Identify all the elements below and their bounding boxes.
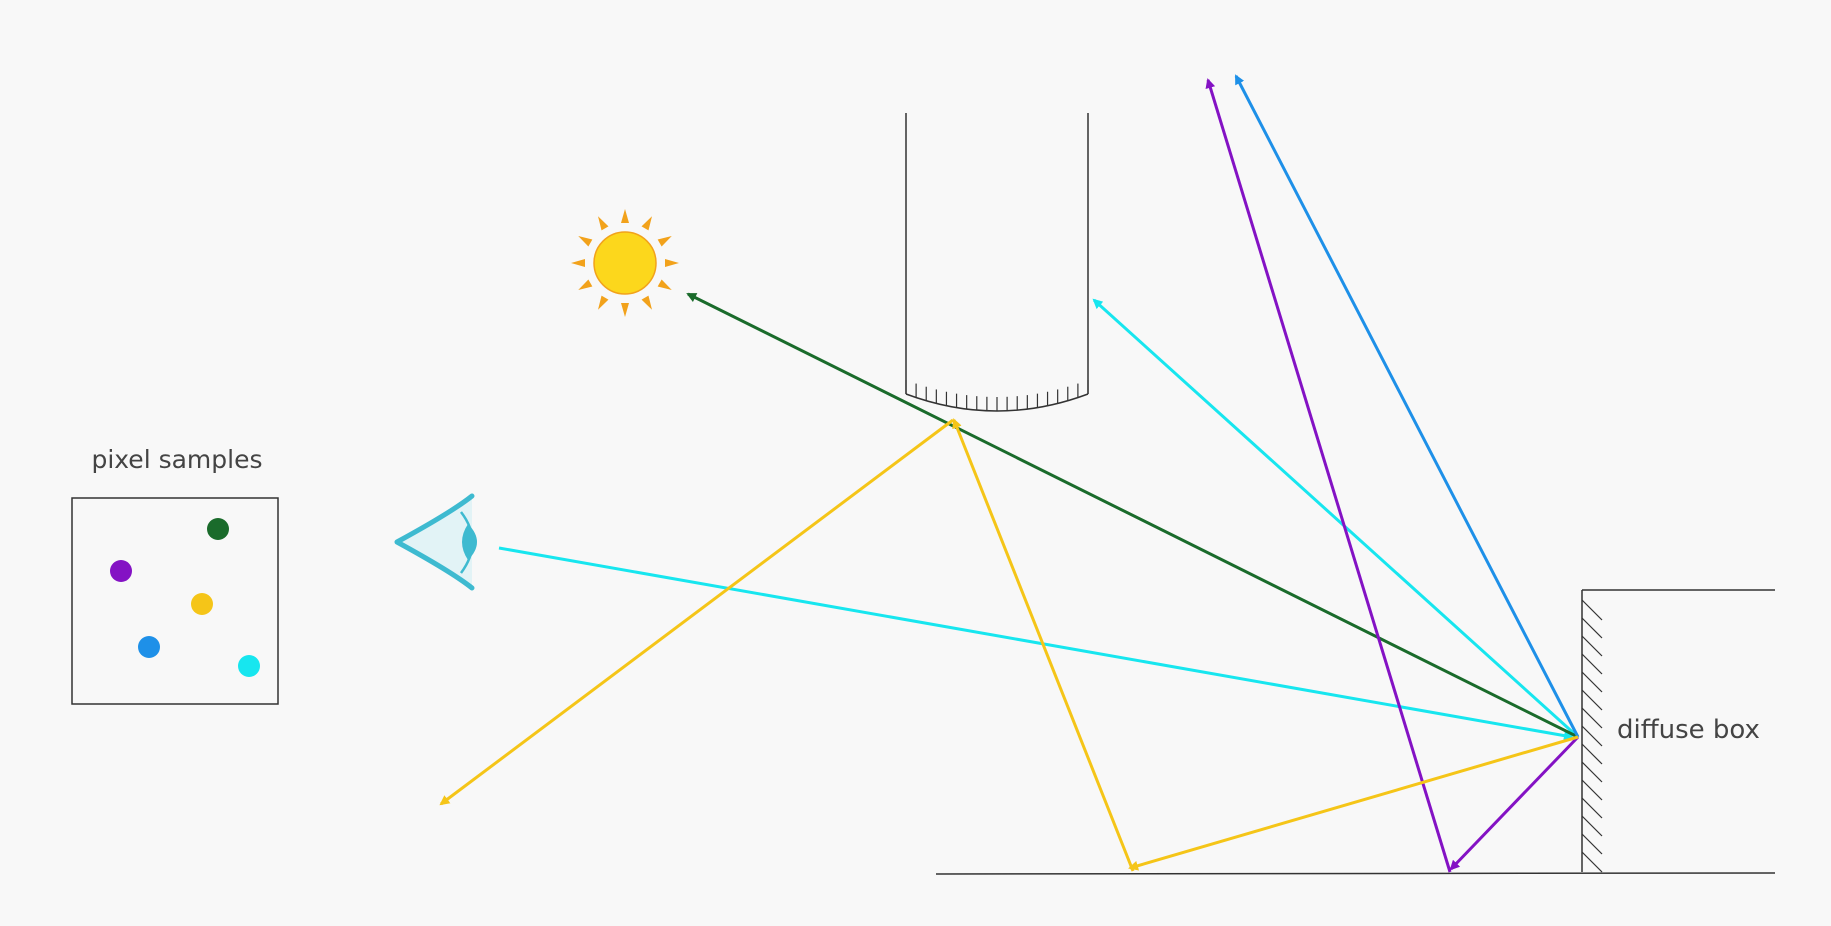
pixel-samples-box [71, 497, 279, 705]
purple-sample-dot [110, 560, 132, 582]
rays [439, 74, 1580, 873]
box-hatch-tick [1581, 725, 1603, 747]
box-hatch-tick [1581, 743, 1603, 765]
pixel-samples-label: pixel samples [91, 445, 262, 474]
purple-ray-box-to-floor [1449, 735, 1580, 871]
sun-ray [621, 303, 629, 317]
box-hatch-tick [1581, 671, 1603, 693]
sun-ray [571, 259, 585, 267]
sun-ray [621, 209, 629, 223]
yellow-ray-cylinder-away [439, 418, 954, 806]
sun-rays [571, 209, 679, 317]
sun-icon [571, 209, 679, 317]
cylinder-hatch [905, 380, 1089, 411]
green-ray-box-to-sun [686, 292, 1579, 739]
box-hatch-tick [1581, 797, 1603, 819]
green-sample-dot [207, 518, 229, 540]
sun-ray [641, 295, 652, 310]
sun-ray [598, 216, 609, 231]
sun-ray [578, 279, 593, 290]
box-hatch-tick [1581, 707, 1603, 729]
sun-ray [598, 295, 609, 310]
yellow-ray-floor-to-cylinder [952, 418, 1135, 872]
blue-sample-dot [138, 636, 160, 658]
box-hatch-tick [1581, 617, 1603, 639]
sun-ray [657, 236, 672, 247]
eye-pupil [462, 524, 477, 560]
eye-icon [394, 493, 477, 591]
cyan-ray-box-to-cylinder [1092, 298, 1580, 739]
cyan-ray-eye-to-box [498, 546, 1574, 741]
box-hatch-tick [1581, 689, 1603, 711]
pixel-samples-panel: pixel samples [71, 445, 279, 705]
blue-ray-box-up [1234, 74, 1580, 738]
purple-ray-floor-up [1205, 78, 1452, 873]
eye-lid-shape [394, 493, 475, 591]
box-hatch-tick [1581, 635, 1603, 657]
diffuse-box-label: diffuse box [1617, 715, 1760, 745]
sun-ray [641, 216, 652, 231]
box-hatch-tick [1581, 599, 1603, 621]
box-hatch-tick [1581, 815, 1603, 837]
sun-ray [657, 279, 672, 290]
floor-line [935, 872, 1776, 875]
sun-ray [578, 236, 593, 247]
yellow-ray-box-to-floor [1128, 735, 1579, 871]
sample-dots [110, 518, 260, 677]
box-hatch [1581, 599, 1603, 873]
cyan-sample-dot [238, 655, 260, 677]
box-hatch-tick [1581, 653, 1603, 675]
diffuse-box: diffuse box [1581, 589, 1775, 873]
sun-disc [593, 231, 657, 295]
box-hatch-tick [1581, 851, 1603, 873]
yellow-sample-dot [191, 593, 213, 615]
box-hatch-tick [1581, 779, 1603, 801]
cylinder-object [905, 113, 1089, 412]
box-hatch-tick [1581, 833, 1603, 855]
sun-ray [665, 259, 679, 267]
box-hatch-tick [1581, 761, 1603, 783]
